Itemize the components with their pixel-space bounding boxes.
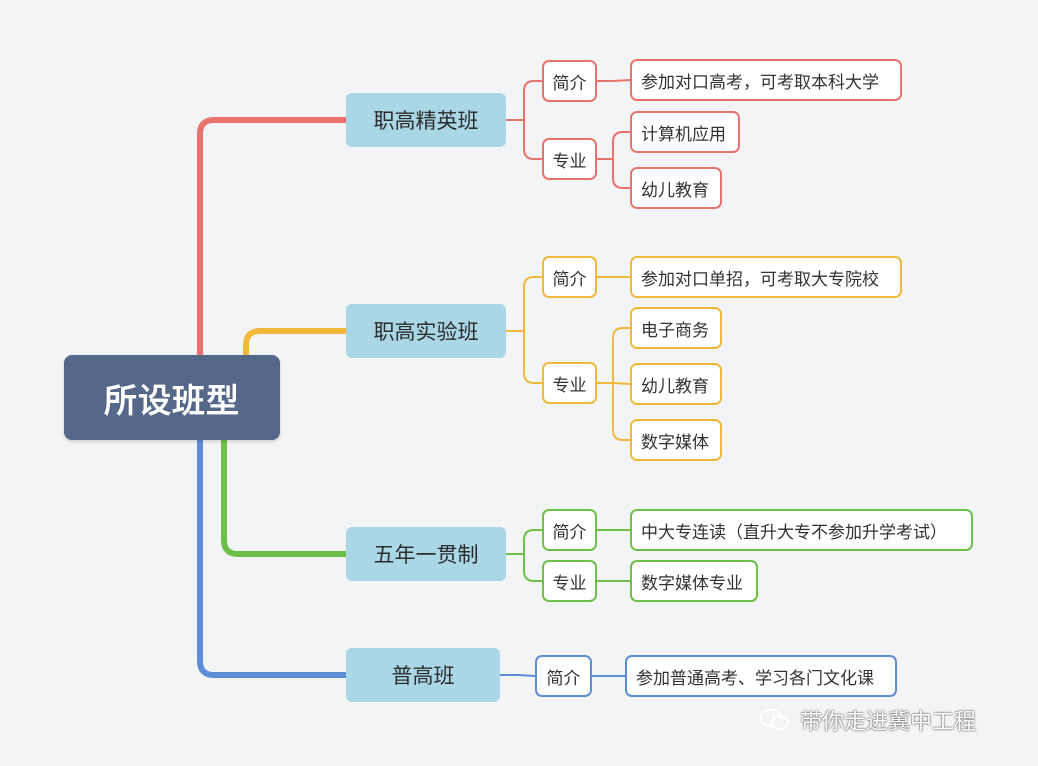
sub-node-3-0[interactable]: 简介	[535, 655, 592, 697]
leaf-node-2-0-0[interactable]: 中大专连读（直升大专不参加升学考试）	[630, 509, 973, 551]
watermark-text: 带你走进冀中工程	[800, 710, 977, 735]
wechat-icon	[760, 709, 789, 731]
sub-node-2-0[interactable]: 简介	[542, 509, 597, 551]
branch-link-2	[221, 435, 349, 557]
branch-link-0	[197, 117, 349, 360]
leaf-link-0-1-0	[612, 131, 631, 160]
branch-node-3[interactable]: 普高班	[346, 648, 500, 702]
branch-link-3	[197, 435, 349, 678]
leaf-node-1-1-2[interactable]: 数字媒体	[630, 419, 722, 461]
leaf-node-0-1-1[interactable]: 幼儿教育	[630, 167, 722, 209]
sub-link-1-1	[523, 330, 543, 384]
sub-node-2-1[interactable]: 专业	[542, 560, 597, 602]
sub-node-0-0[interactable]: 简介	[542, 60, 597, 102]
leaf-link-0-1-1	[612, 158, 631, 189]
root-node[interactable]: 所设班型	[64, 355, 280, 440]
branch-link-1	[243, 328, 349, 360]
leaf-link-0-0-0	[612, 79, 631, 82]
leaf-link-1-1-2	[612, 382, 631, 441]
leaf-node-1-0-0[interactable]: 参加对口单招，可考取大专院校	[630, 256, 902, 298]
sub-link-3-0	[517, 674, 536, 677]
branch-node-1[interactable]: 职高实验班	[346, 304, 506, 358]
sub-node-1-1[interactable]: 专业	[542, 362, 597, 404]
sub-node-0-1[interactable]: 专业	[542, 138, 597, 180]
watermark: 带你走进冀中工程	[760, 705, 976, 735]
leaf-link-1-1-0	[612, 327, 631, 384]
leaf-node-2-1-0[interactable]: 数字媒体专业	[630, 560, 758, 602]
branch-node-0[interactable]: 职高精英班	[346, 93, 506, 147]
sub-link-1-0	[523, 276, 543, 332]
leaf-node-0-1-0[interactable]: 计算机应用	[630, 111, 740, 153]
leaf-node-0-0-0[interactable]: 参加对口高考，可考取本科大学	[630, 59, 902, 101]
sub-link-0-0	[523, 80, 543, 121]
sub-node-1-0[interactable]: 简介	[542, 256, 597, 298]
sub-link-2-0	[523, 529, 543, 555]
branch-node-2[interactable]: 五年一贯制	[346, 527, 506, 581]
leaf-node-1-1-1[interactable]: 幼儿教育	[630, 363, 722, 405]
sub-link-2-1	[523, 553, 543, 582]
leaf-node-3-0-0[interactable]: 参加普通高考、学习各门文化课	[625, 655, 897, 697]
leaf-link-1-1-1	[612, 382, 631, 385]
leaf-node-1-1-0[interactable]: 电子商务	[630, 307, 722, 349]
sub-link-0-1	[523, 119, 543, 160]
